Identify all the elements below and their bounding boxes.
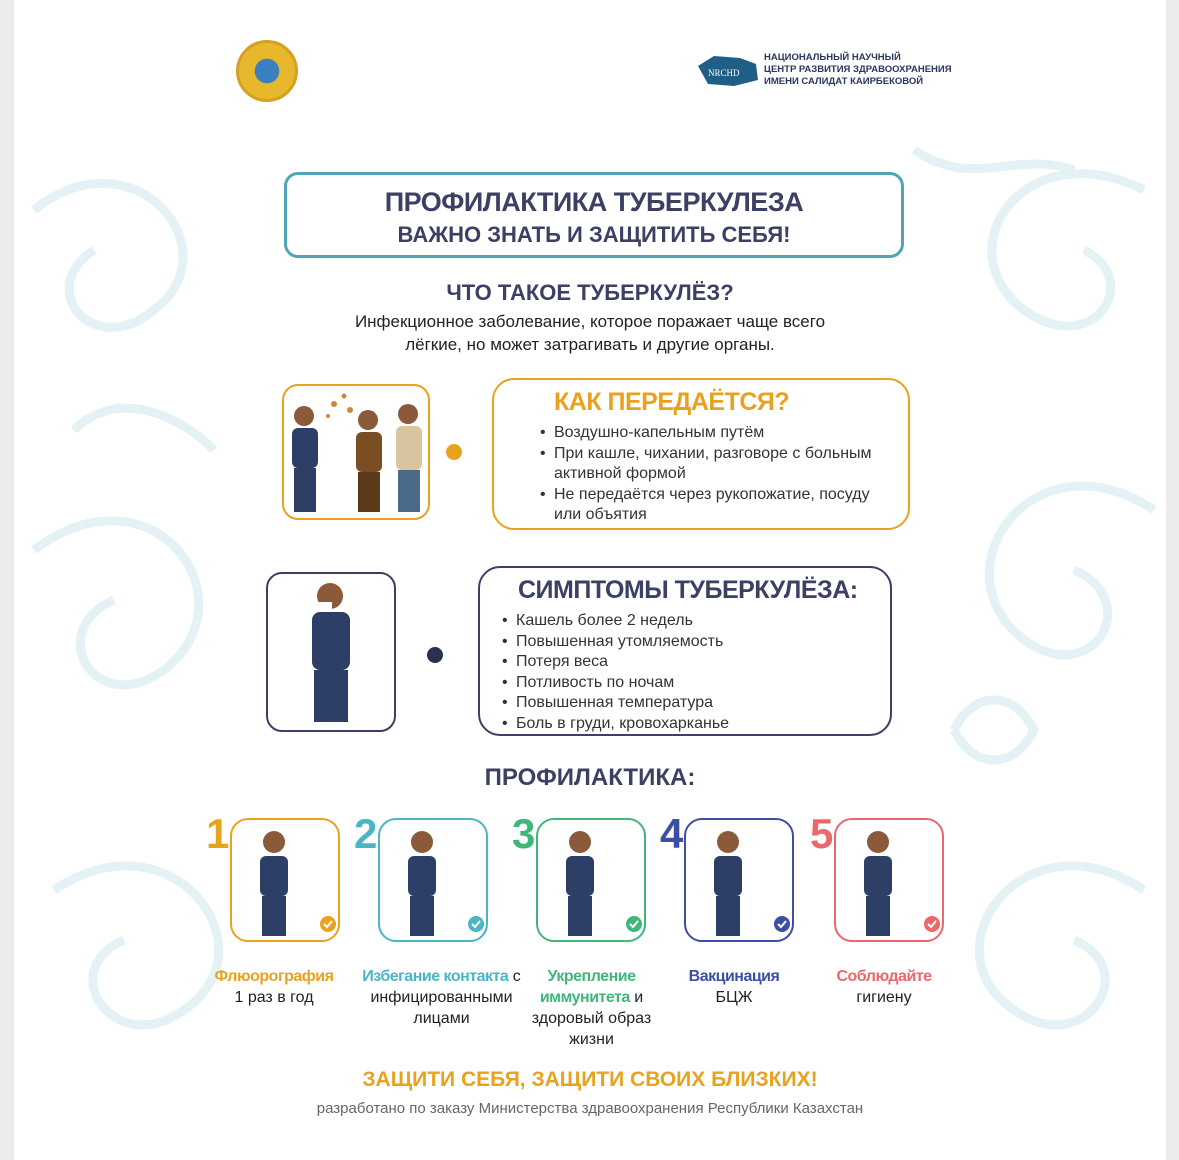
svg-text:NRCHD: NRCHD [708,68,740,78]
step-number: 5 [810,810,834,857]
step-title: Вакцинация [688,968,780,985]
transmission-item: Не передаётся через рукопожатие, посуду … [538,485,888,526]
step-title: Флюорография [214,968,334,985]
step-number: 2 [354,810,378,857]
step-label: Укрепление иммунитета и здоровый образ ж… [524,966,659,1050]
step-label: Вакцинация БЦЖ [674,966,794,1008]
transmission-heading: КАК ПЕРЕДАЁТСЯ? [554,388,790,416]
symptom-item: Повышенная температура [500,693,870,714]
description-line: лёгкие, но может затрагивать и другие ор… [405,335,775,354]
footer-credit: разработано по заказу Министерства здрав… [316,1100,864,1117]
step-illustration [536,818,646,942]
org-name: НАЦИОНАЛЬНЫЙ НАУЧНЫЙ ЦЕНТР РАЗВИТИЯ ЗДРА… [764,52,952,88]
symptom-item: Потеря веса [500,652,870,673]
step-number: 1 [206,810,230,857]
transmission-card: КАК ПЕРЕДАЁТСЯ? Воздушно-капельным путём… [492,378,910,530]
title-banner: ПРОФИЛАКТИКА ТУБЕРКУЛЕЗА ВАЖНО ЗНАТЬ И З… [284,172,904,258]
slogan: ЗАЩИТИ СЕБЯ, ЗАЩИТИ СВОИХ БЛИЗКИХ! [362,1068,818,1091]
step-illustration [378,818,488,942]
what-heading: ЧТО ТАКОЕ ТУБЕРКУЛЁЗ? [446,280,734,305]
step-illustration [684,818,794,942]
transmission-item: Воздушно-капельным путём [538,423,888,444]
symptom-item: Повышенная утомляемость [500,632,870,653]
symptoms-card: СИМПТОМЫ ТУБЕРКУЛЁЗА: Кашель более 2 нед… [478,566,892,736]
symptom-item: Потливость по ночам [500,673,870,694]
org-name-line: ЦЕНТР РАЗВИТИЯ ЗДРАВООХРАНЕНИЯ [764,64,952,75]
org-name-line: ИМЕНИ САЛИДАТ КАИРБЕКОВОЙ [764,76,924,87]
step-illustration [834,818,944,942]
poster: NRCHD НАЦИОНАЛЬНЫЙ НАУЧНЫЙ ЦЕНТР РАЗВИТИ… [14,0,1166,1160]
what-description: Инфекционное заболевание, которое поража… [14,310,1166,356]
prevention-heading: ПРОФИЛАКТИКА: [484,764,696,791]
step-detail: 1 раз в год [234,989,314,1006]
transmission-illustration [282,384,430,520]
step-label: Избегание контакта с инфицированными лиц… [354,966,529,1029]
kazakhstan-emblem-icon [236,40,298,102]
org-name-line: НАЦИОНАЛЬНЫЙ НАУЧНЫЙ [764,52,901,63]
step-illustration [230,818,340,942]
step-title: Соблюдайте [836,968,932,985]
description-line: Инфекционное заболевание, которое поража… [354,312,826,331]
step-number: 4 [660,810,684,857]
symptom-item: Боль в груди, кровохарканье [500,714,870,735]
step-detail: гигиену [856,989,912,1006]
transmission-item: При кашле, чихании, разговоре с больным … [538,444,888,485]
step-number: 3 [512,810,536,857]
symptoms-illustration [266,572,396,732]
symptom-item: Кашель более 2 недель [500,611,870,632]
step-detail: БЦЖ [715,989,753,1006]
step-label: Флюорография 1 раз в год [214,966,334,1008]
ornament-background [31,146,1157,1030]
step-title: Избегание контакта [362,968,509,985]
nrchd-logo-icon: NRCHD [698,56,758,86]
page-subtitle: ВАЖНО ЗНАТЬ И ЗАЩИТИТЬ СЕБЯ! [397,222,791,247]
page-title: ПРОФИЛАКТИКА ТУБЕРКУЛЕЗА [384,187,804,217]
step-detail: с инфицированными лицами [370,968,521,1027]
step-title: Укрепление иммунитета [539,968,636,1006]
connector-dot [427,647,443,663]
step-label: Соблюдайте гигиену [834,966,934,1008]
symptoms-heading: СИМПТОМЫ ТУБЕРКУЛЁЗА: [518,576,858,604]
connector-dot [446,444,462,460]
step-detail: и здоровый образ жизни [531,989,652,1048]
